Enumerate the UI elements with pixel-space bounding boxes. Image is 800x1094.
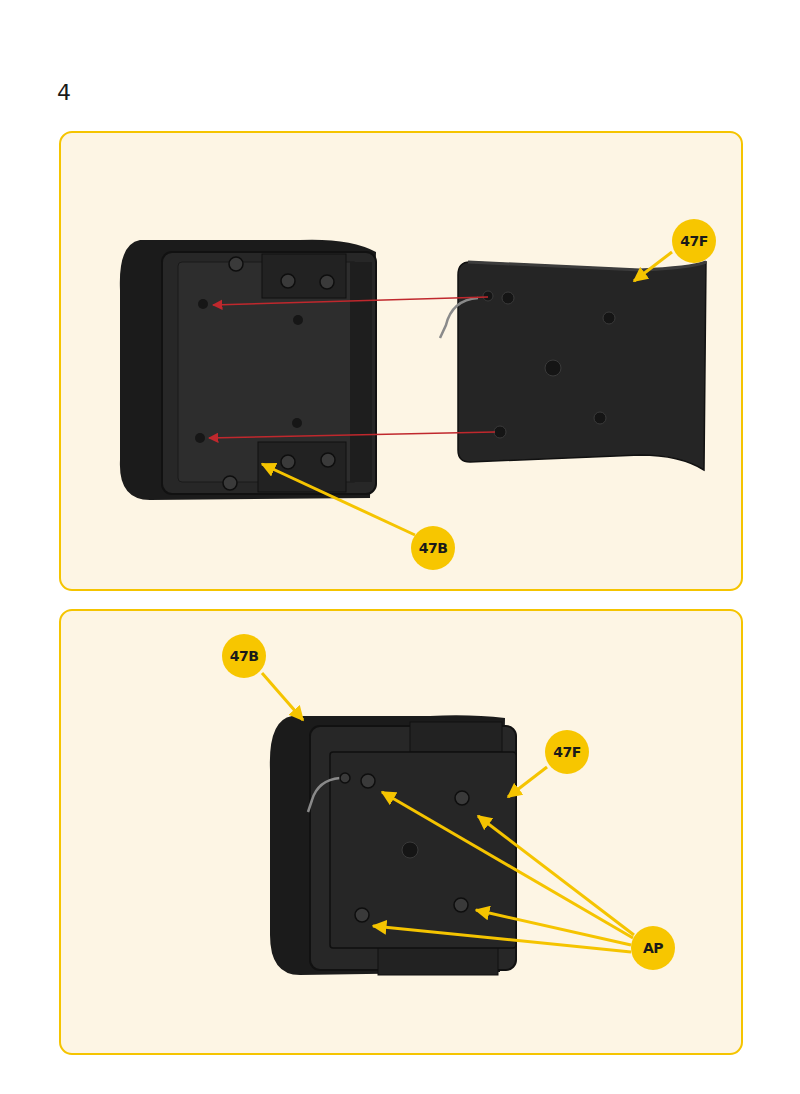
step-panel: [60, 610, 742, 1054]
callout-circle: [631, 926, 675, 970]
leader-line: [508, 767, 547, 797]
step-panel: [60, 132, 742, 590]
callout-number: AP: [643, 940, 663, 956]
page-number: 4: [57, 80, 71, 105]
leader-line: [634, 252, 672, 281]
callout-badge: 47F: [544, 729, 590, 775]
callout-badge: 47B: [410, 525, 456, 571]
housing-47b: [120, 240, 376, 500]
plate-47f: [440, 262, 706, 470]
callout-badge: 47F: [671, 218, 717, 264]
leader-line: [262, 464, 415, 535]
header-rule: [58, 114, 740, 116]
callout-number: 47F: [553, 744, 581, 760]
alignment-arrow: [213, 297, 488, 305]
leader-line: [373, 926, 631, 952]
callout-number: 47B: [419, 540, 448, 556]
callout-badge: AP: [630, 925, 676, 971]
callout-circle: [411, 526, 455, 570]
alignment-arrow: [209, 432, 495, 438]
callout-circle: [545, 730, 589, 774]
callout-circle: [222, 634, 266, 678]
callout-circle: [672, 219, 716, 263]
callout-number: 47F: [680, 233, 708, 249]
callout-badge: 47B: [221, 633, 267, 679]
leader-line: [262, 673, 303, 720]
callout-number: 47B: [230, 648, 259, 664]
